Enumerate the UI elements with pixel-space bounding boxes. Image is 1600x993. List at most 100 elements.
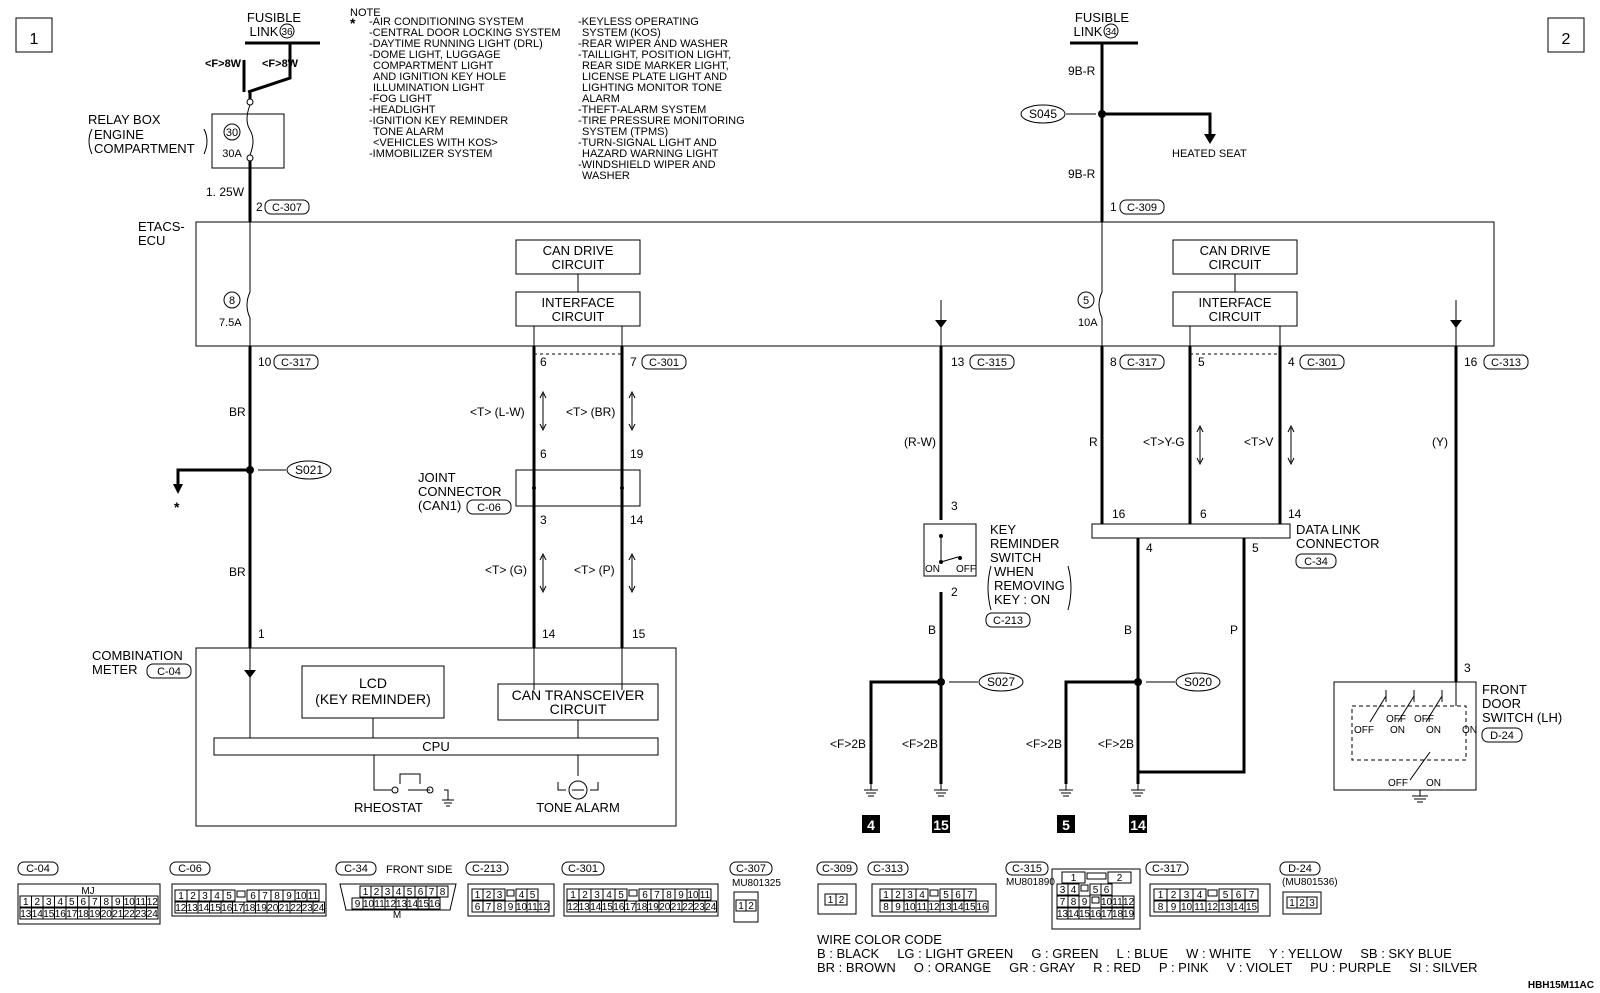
connector-label: C-317 bbox=[1152, 863, 1182, 875]
connector-pin: 10 bbox=[904, 902, 916, 913]
note-item: -TAILLIGHT, POSITION LIGHT, bbox=[578, 49, 731, 61]
wire-label: BR bbox=[229, 405, 246, 419]
fusible-number: 36 bbox=[281, 27, 293, 38]
connector-pin: 20 bbox=[659, 902, 671, 913]
interface-label: CIRCUIT bbox=[1209, 309, 1262, 324]
ground-number: 14 bbox=[1130, 817, 1146, 833]
joint-connector: JOINT CONNECTOR (CAN1) C-06 6 19 3 14 bbox=[418, 447, 644, 527]
splice-label: S020 bbox=[1184, 675, 1212, 689]
connector-pin: 15 bbox=[1246, 902, 1258, 913]
connector-pin: 18 bbox=[636, 902, 648, 913]
connector-pin: 10 bbox=[516, 902, 528, 913]
pin-number: 6 bbox=[540, 447, 547, 461]
connector-pin: 17 bbox=[233, 903, 245, 914]
etacs-ecu: ETACS- ECU 8 7.5A 5 10A CAN DRIVE CIRCUI… bbox=[138, 219, 1495, 347]
pin-number: 16 bbox=[1112, 507, 1126, 521]
connector-pin: 12 bbox=[538, 902, 550, 913]
connector-pin: 3 bbox=[497, 890, 503, 901]
connector-pin: 2 bbox=[895, 890, 901, 901]
switch-off: OFF bbox=[1414, 714, 1434, 725]
pin-number: 4 bbox=[1146, 541, 1153, 555]
pin-number: 3 bbox=[951, 499, 958, 513]
connector-pin: 1 bbox=[738, 901, 744, 912]
connector-pin: 12 bbox=[1207, 902, 1219, 913]
pin-number: 4 bbox=[1288, 355, 1295, 369]
connector-pin: 14 bbox=[32, 909, 44, 920]
meter-label: COMBINATION bbox=[92, 648, 183, 663]
connector-pin: 17 bbox=[66, 909, 78, 920]
switch-on: ON bbox=[1462, 725, 1477, 736]
section-number: 2 bbox=[1562, 31, 1571, 48]
rheostat-label: RHEOSTAT bbox=[354, 800, 423, 815]
connector-pin: 10 bbox=[363, 899, 375, 910]
can-drive-label: CAN DRIVE bbox=[1200, 243, 1271, 258]
wire-color-code: WIRE COLOR CODE B : BLACK LG : LIGHT GRE… bbox=[817, 932, 1478, 975]
note-title: NOTE bbox=[350, 7, 381, 19]
connector-pin: 7 bbox=[1060, 897, 1066, 908]
connector-pin: 4 bbox=[919, 890, 925, 901]
connector-tag: C-315 bbox=[977, 357, 1007, 369]
connector-pin: 7 bbox=[1249, 890, 1255, 901]
connector-pin: 3 bbox=[594, 890, 600, 901]
connector-pin: 8 bbox=[440, 887, 446, 898]
connector-pin: 12 bbox=[1123, 897, 1135, 908]
connector-pin: 1 bbox=[570, 890, 576, 901]
connector-pin: 5 bbox=[407, 887, 413, 898]
connector-pin: 2 bbox=[1117, 873, 1123, 884]
connector-pin: 15 bbox=[1079, 909, 1091, 920]
note-item: <VEHICLES WITH KOS> bbox=[373, 137, 498, 149]
fuse-number: 30 bbox=[226, 127, 238, 139]
note-item: ILLUMINATION LIGHT bbox=[373, 82, 485, 94]
connector-pin: 14 bbox=[1233, 902, 1245, 913]
connector-pin: 11 bbox=[374, 899, 385, 910]
connector-pin: 15 bbox=[210, 903, 222, 914]
connector-tag: C-313 bbox=[1491, 357, 1521, 369]
connector-pin: 12 bbox=[567, 902, 579, 913]
connector-tag: M bbox=[393, 910, 401, 921]
note-star: * bbox=[350, 15, 356, 31]
interface-label: INTERFACE bbox=[1199, 295, 1272, 310]
connector-label: C-313 bbox=[873, 863, 903, 875]
connector-pin: 5 bbox=[69, 897, 75, 908]
connector-pin: 2 bbox=[190, 891, 196, 902]
connector-pin: 13 bbox=[20, 909, 32, 920]
wire-code-title: WIRE COLOR CODE bbox=[817, 932, 942, 947]
connector-pin: 4 bbox=[1197, 890, 1203, 901]
connector-pin: 15 bbox=[964, 902, 976, 913]
joint-label: (CAN1) bbox=[418, 498, 461, 513]
connector-pin: 6 bbox=[1104, 885, 1110, 896]
pin-number: 5 bbox=[1198, 355, 1205, 369]
connector-label: C-213 bbox=[472, 863, 502, 875]
pin-number: 14 bbox=[1288, 507, 1302, 521]
connector-pin: 12 bbox=[385, 899, 397, 910]
connector-pin: 6 bbox=[1236, 890, 1242, 901]
connector-pin: 11 bbox=[527, 902, 538, 913]
fusible-link-34: FUSIBLE LINK 34 9B-R 9B-R bbox=[1068, 10, 1138, 222]
connector-pin: 5 bbox=[1093, 885, 1099, 896]
note-item: -IGNITION KEY REMINDER bbox=[369, 115, 508, 127]
can-transceiver-label: CIRCUIT bbox=[550, 701, 607, 717]
connector-pin: 6 bbox=[418, 887, 424, 898]
switch-label: REMOVING bbox=[994, 578, 1065, 593]
connector-pin: 23 bbox=[302, 903, 314, 914]
ecu-pin-row: 10 C-317 6 7 C-301 13 C-315 8 C-317 5 4 … bbox=[258, 353, 1529, 370]
data-link-label: CONNECTOR bbox=[1296, 536, 1380, 551]
connector-pin: 7 bbox=[262, 891, 268, 902]
pin-number: 19 bbox=[630, 447, 644, 461]
section-marker-1: 1 bbox=[15, 17, 53, 53]
interface-label: INTERFACE bbox=[542, 295, 615, 310]
wire-label: (Y) bbox=[1432, 435, 1448, 449]
pin-number: 6 bbox=[540, 355, 547, 369]
note-item: -TURN-SIGNAL LIGHT AND bbox=[578, 137, 717, 149]
switch-label: KEY bbox=[990, 522, 1016, 537]
connector-pin: 4 bbox=[606, 890, 612, 901]
connector-tag: C-213 bbox=[993, 615, 1023, 627]
connector-pin: 6 bbox=[642, 890, 648, 901]
connector-label: D-24 bbox=[1288, 863, 1312, 875]
connector-pin: 3 bbox=[202, 891, 208, 902]
connector-pin: 16 bbox=[55, 909, 67, 920]
connector-label: C-315 bbox=[1012, 863, 1042, 875]
connector-pin: 19 bbox=[256, 903, 268, 914]
connector-pin: 5 bbox=[1223, 890, 1229, 901]
